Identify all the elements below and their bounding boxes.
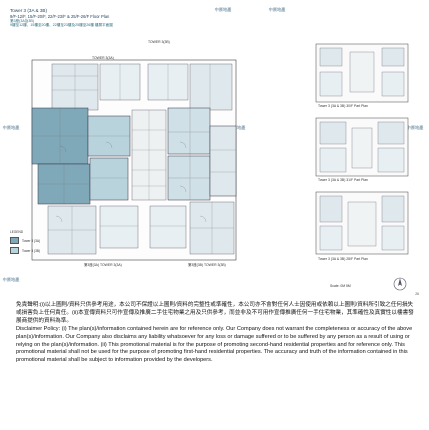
tower-label-3b-top: TOWER 3(3B) [148,40,170,44]
floor-range: 9/F-12/F, 15/F-20/F, 22/F-23/F & 25/F-26… [10,13,110,19]
scale-bar: Scale: 0M 5M [330,284,351,288]
watermark-logo: 中原地產 [406,125,424,130]
legend-item: Tower 3 (3A) [10,237,55,244]
legend-swatch-3b [10,247,19,254]
floor-plan-drawing [31,59,237,261]
watermark-logo: 中原地產 [268,7,286,12]
tower-label-3a-bottom: 第3座(3A) TOWER 3(3A) [84,263,122,267]
watermark-logo: 中原地產 [2,125,20,130]
disclaimer-english: Disclaimer Policy: (i) The plan(s)/infor… [16,325,413,364]
subtitle-chinese-a: 第3座(3A及3B) [10,18,34,23]
north-arrow-icon [393,277,407,291]
legend-swatch-3a [10,237,19,244]
watermark-logo: 中原地產 [2,277,20,282]
disclaimer: 免責聲明:(i)以上圖則/資料只供參考用途，本公司不保證以上圖則/資料的完整性或… [16,302,416,365]
partial-plan-label-28f: Tower 3 (3A & 3B) 28/F Part Plan [318,257,368,261]
watermark-logo: 中原地產 [228,125,246,130]
tower-label-3b-bottom: 第3座(3B) TOWER 3(3B) [188,263,226,267]
title-block: Tower 3 (3A & 3B) 9/F-12/F, 15/F-20/F, 2… [10,8,250,28]
partial-plan-label-31f: Tower 3 (3A & 3B) 31/F Part Plan [318,178,368,182]
legend-title: LEGEND [10,230,24,234]
legend: LEGEND Tower 3 (3A) Tower 3 (3B) [10,230,55,257]
tower-label-3a-top: TOWER 3(3A) [92,56,114,60]
tower-title: Tower 3 (3A & 3B) [10,8,48,13]
subtitle-chinese-b: 9樓至12樓、15樓至20樓、22樓至23樓及25樓至26樓 樓層平面圖 [10,23,113,28]
partial-plan-label-30f: Tower 3 (3A & 3B) 30/F Part Plan [318,104,368,108]
watermark-logo: 中原地產 [214,7,232,12]
partial-floor-plans [315,43,409,255]
legend-item: Tower 3 (3B) [10,247,55,254]
disclaimer-chinese: 免責聲明:(i)以上圖則/資料只供參考用途，本公司不保證以上圖則/資料的完整性或… [16,302,414,324]
page-number: 26 [415,292,419,296]
